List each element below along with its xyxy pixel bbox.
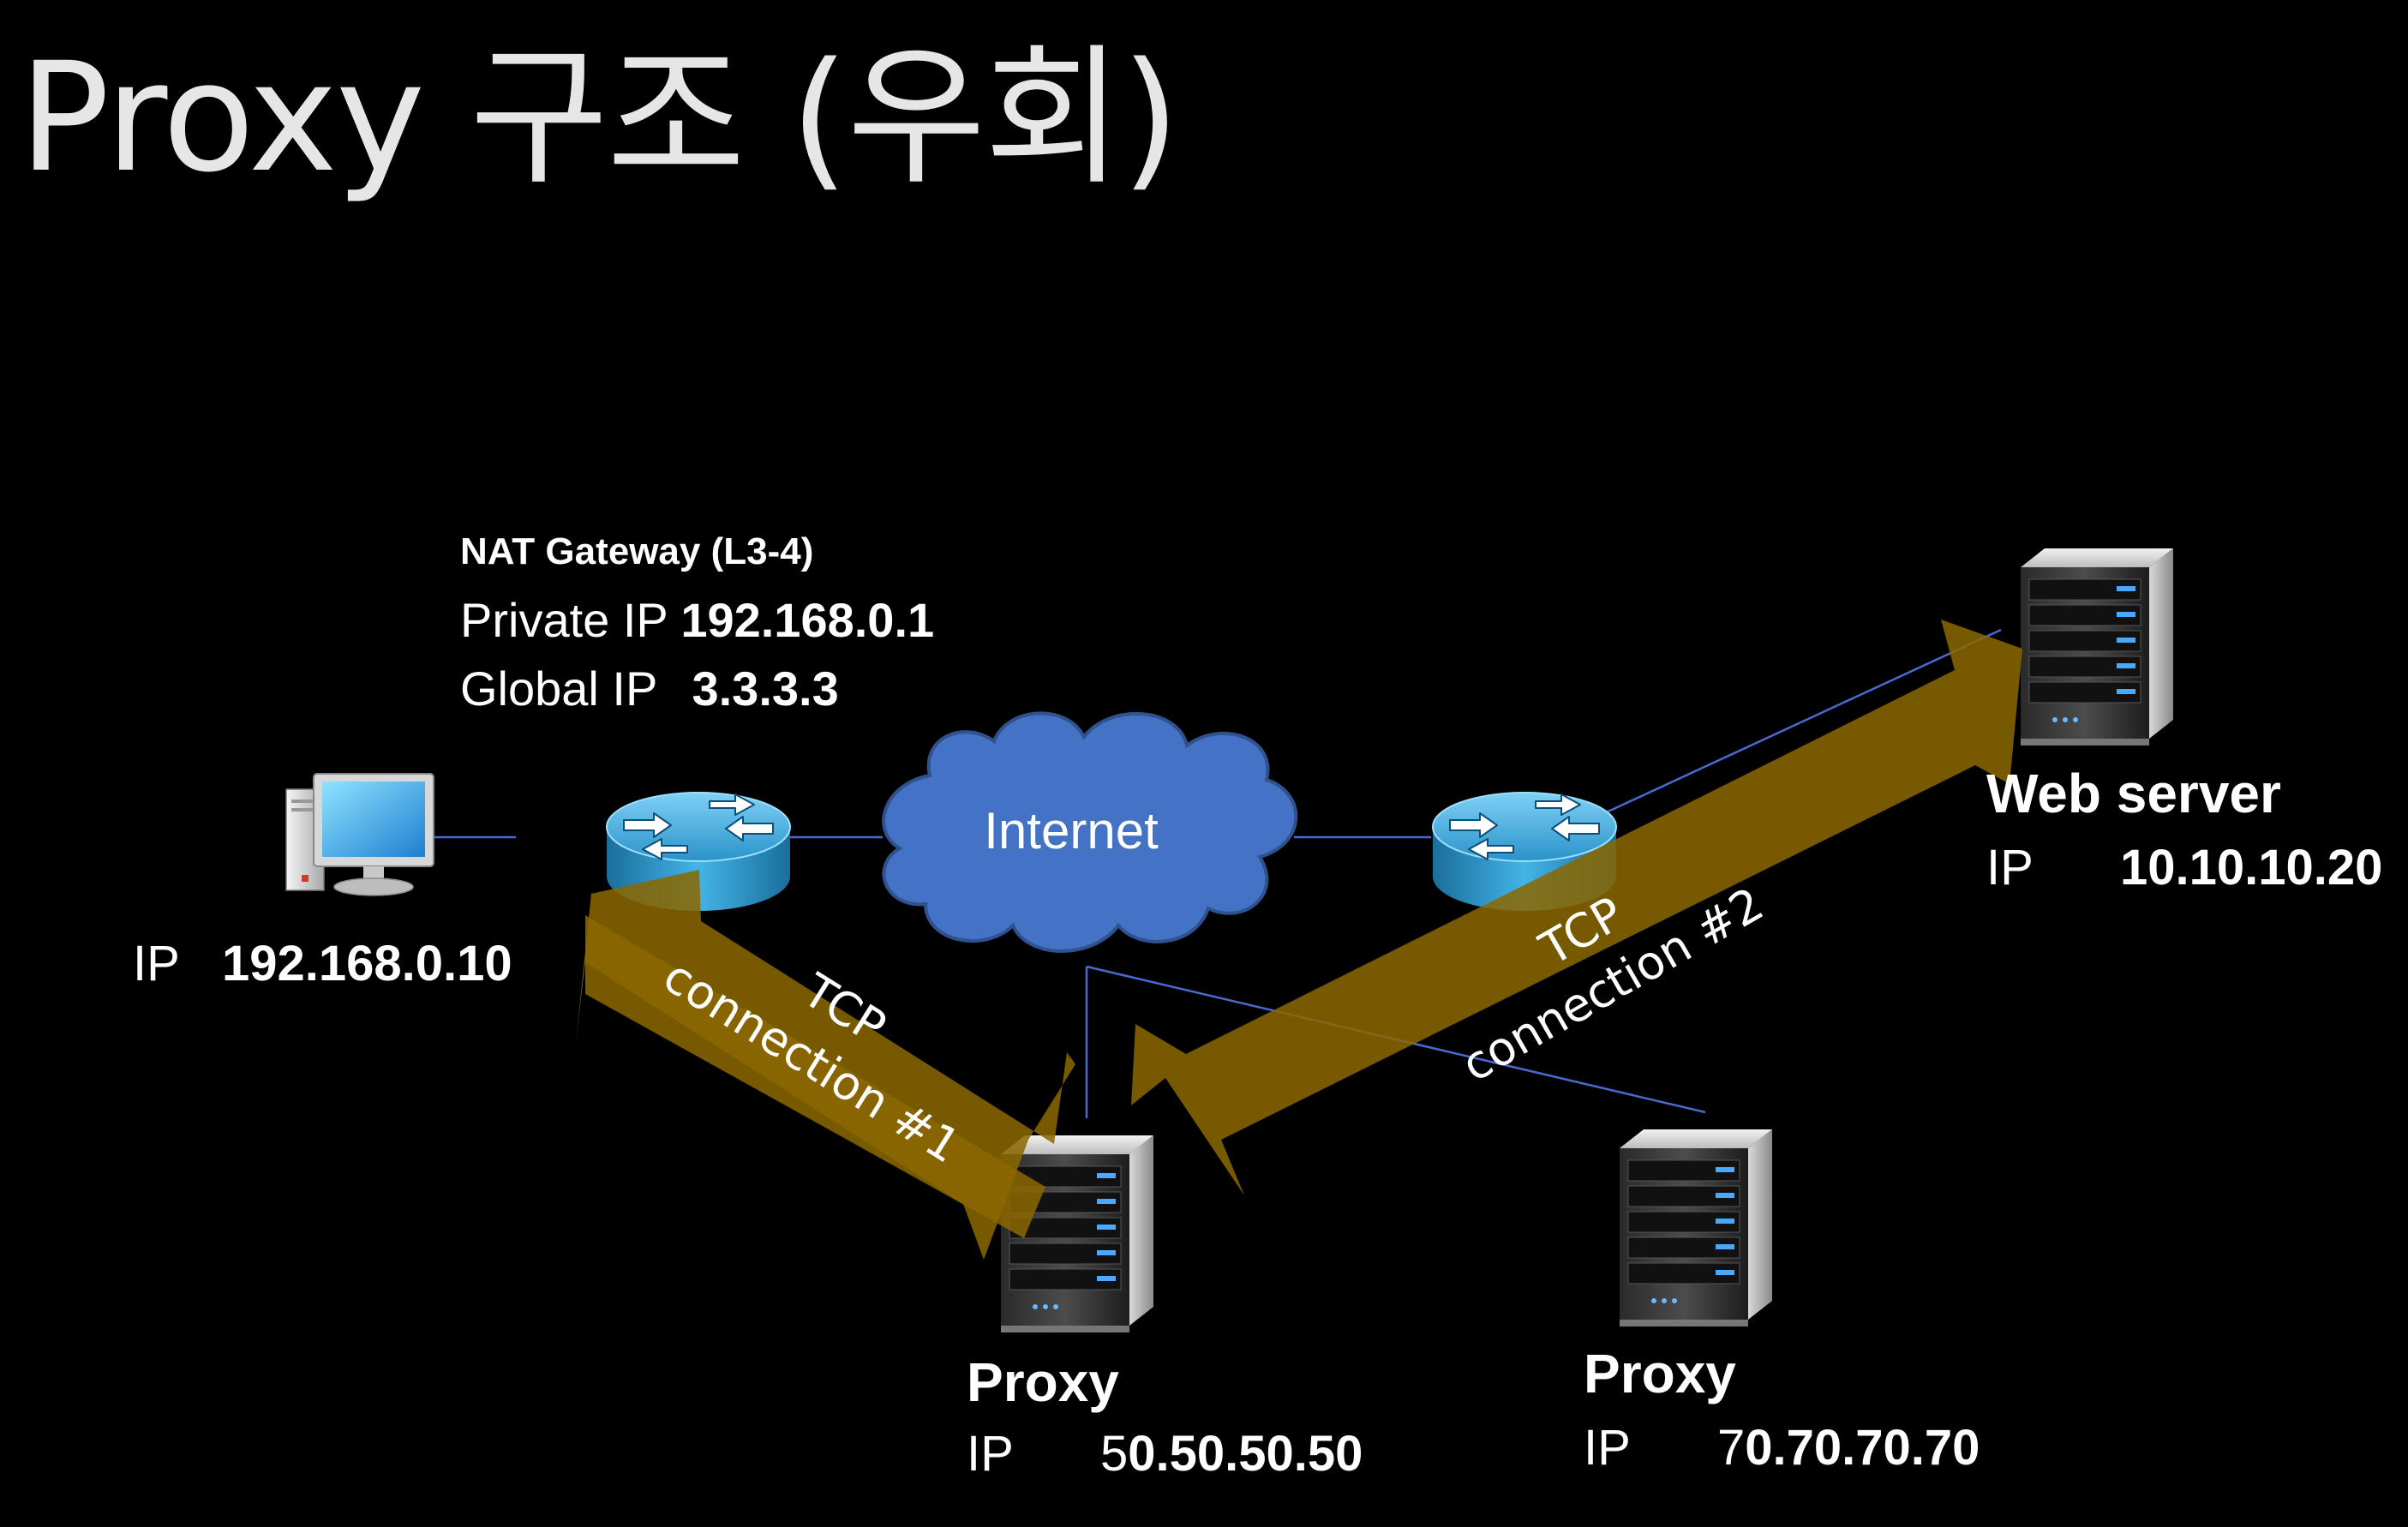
proxy-2-ip-prefix: 7 — [1717, 1420, 1746, 1476]
proxy-2-ip-rest: 0.70.70.70 — [1745, 1420, 1980, 1476]
web-server-icon — [2020, 548, 2174, 746]
client-ip-value: 192.168.0.10 — [222, 936, 512, 991]
nat-global-ip-label: Global IP — [460, 662, 657, 716]
internet-label: Internet — [984, 802, 1159, 859]
client-ip-line: IP 192.168.0.10 — [133, 934, 512, 994]
client-ip-label: IP — [133, 936, 179, 991]
nat-gateway-title: NAT Gateway (L3-4) — [460, 530, 814, 572]
nat-global-ip-value: 3.3.3.3 — [692, 662, 839, 716]
pc-icon — [285, 773, 434, 896]
web-server-ip-value: 10.10.10.20 — [2120, 840, 2383, 895]
proxy-1-name: Proxy — [967, 1351, 1119, 1413]
web-server-ip-label: IP — [1986, 840, 2033, 895]
web-server-ip-line: IP 10.10.10.20 — [1986, 838, 2382, 898]
proxy-1-ip-line: IP 50.50.50.50 — [967, 1424, 1363, 1484]
page-title: Proxy 구조 (우회) — [19, 30, 1180, 206]
tcp-connection-2-arrow — [1131, 620, 2022, 1195]
proxy-1-ip-label: IP — [967, 1426, 1013, 1482]
proxy-server-icon-2 — [1619, 1129, 1773, 1327]
proxy-2-ip-line: IP 70.70.70.70 — [1584, 1418, 1980, 1478]
nat-private-ip-line: Private IP 192.168.0.1 — [460, 591, 934, 649]
internet-cloud-icon — [882, 711, 1298, 953]
tcp-connection-1-shaft — [585, 915, 1045, 1238]
nat-global-ip-line: Global IP 3.3.3.3 — [460, 660, 839, 717]
proxy-2-name: Proxy — [1584, 1343, 1736, 1404]
link-router-webserver — [1602, 628, 2002, 816]
proxy-2-ip-label: IP — [1584, 1420, 1630, 1476]
proxy-1-ip-rest: 0.50.50.50 — [1128, 1426, 1363, 1482]
proxy-1-ip-prefix: 5 — [1100, 1426, 1129, 1482]
nat-private-ip-value: 192.168.0.1 — [680, 593, 935, 647]
web-server-name: Web server — [1986, 763, 2281, 824]
nat-private-ip-label: Private IP — [460, 593, 668, 647]
